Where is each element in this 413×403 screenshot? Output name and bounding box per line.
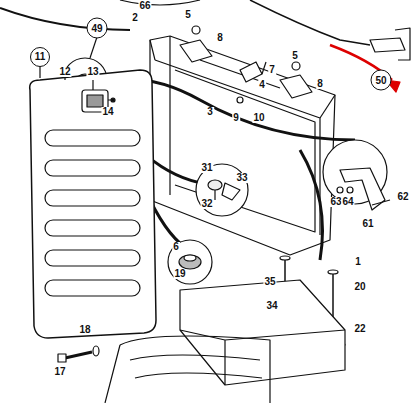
part-number: 8 [216, 33, 224, 43]
part-number: 7 [268, 65, 276, 75]
part-number: 66 [138, 1, 151, 11]
part-number: 18 [78, 325, 91, 335]
part-number: 14 [101, 107, 114, 117]
part-number: 32 [200, 199, 213, 209]
part-number: 35 [263, 277, 276, 287]
part-number: 31 [200, 163, 213, 173]
part-number: 9 [232, 113, 240, 123]
callout-circle: 11 [30, 47, 50, 67]
part-number: 19 [173, 269, 186, 279]
part-number: 34 [265, 301, 278, 311]
part-number: 12 [58, 67, 71, 77]
part-number: 5 [291, 51, 299, 61]
part-number: 10 [252, 113, 265, 123]
part-number: 22 [353, 324, 366, 334]
part-number: 13 [86, 67, 99, 77]
callout-number: 49 [91, 23, 102, 33]
part-number: 64 [341, 197, 354, 207]
part-number: 62 [396, 192, 409, 202]
part-number: 17 [53, 367, 66, 377]
part-number: 20 [353, 282, 366, 292]
callout-circle: 50 [371, 70, 392, 91]
part-number: 8 [316, 79, 324, 89]
part-number: 6 [172, 242, 180, 252]
part-number: 3 [206, 107, 214, 117]
part-number: 5 [184, 10, 192, 20]
callout-circle: 49 [87, 18, 108, 39]
part-number: 33 [235, 173, 248, 183]
part-number: 4 [258, 80, 266, 90]
part-number: 2 [131, 13, 139, 23]
callout-number: 11 [35, 52, 46, 62]
part-number: 1 [354, 257, 362, 267]
callout-number: 50 [375, 75, 386, 85]
part-number: 61 [361, 219, 374, 229]
